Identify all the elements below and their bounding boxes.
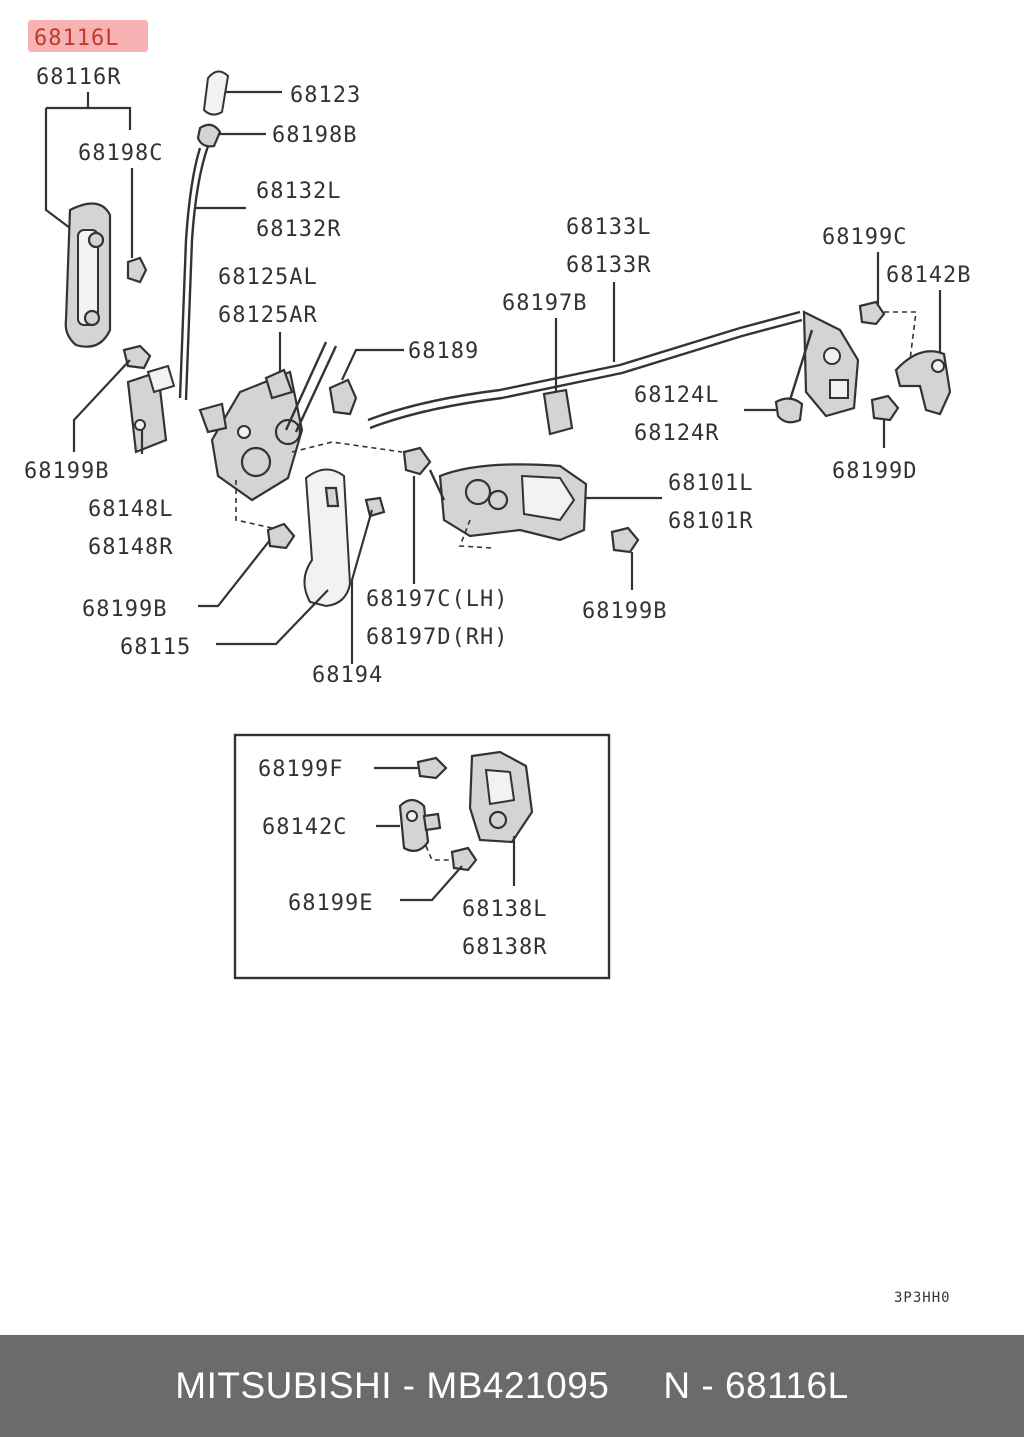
label-68198B[interactable]: 68198B: [272, 123, 357, 148]
label-68125AR[interactable]: 68125AR: [218, 303, 318, 328]
footer-brand-part-number: MITSUBISHI - MB421095: [175, 1365, 610, 1406]
label-68197D-RH[interactable]: 68197D(RH): [366, 625, 508, 650]
latch-linkage-part: [198, 341, 338, 502]
label-68101L[interactable]: 68101L: [668, 471, 753, 496]
label-68116R[interactable]: 68116R: [36, 65, 121, 90]
label-68189[interactable]: 68189: [408, 339, 479, 364]
label-68199D[interactable]: 68199D: [832, 459, 917, 484]
label-68197B[interactable]: 68197B: [502, 291, 587, 316]
label-68132L[interactable]: 68132L: [256, 179, 341, 204]
footer-bar: MITSUBISHI - MB421095 N - 68116L: [0, 1335, 1024, 1437]
inset-dash: [425, 845, 452, 861]
label-68148R[interactable]: 68148R: [88, 535, 173, 560]
label-68123[interactable]: 68123: [290, 83, 361, 108]
label-68116L[interactable]: 68116L: [34, 26, 119, 51]
inset-latch-part: [416, 750, 534, 844]
label-68101R[interactable]: 68101R: [668, 509, 753, 534]
label-68125AL[interactable]: 68125AL: [218, 265, 318, 290]
latch-dash-b: [458, 519, 493, 549]
lock-rod-part-2: [178, 147, 202, 399]
diagram-code: 3P3HH0: [894, 1290, 951, 1306]
label-68138R[interactable]: 68138R: [462, 935, 547, 960]
label-68194[interactable]: 68194: [312, 663, 383, 688]
parts-diagram: 68116L: [24, 20, 971, 1306]
label-68199B-c[interactable]: 68199B: [82, 597, 167, 622]
label-68142B[interactable]: 68142B: [886, 263, 971, 288]
screw-68199C-part: [858, 300, 886, 326]
leader-lines: [44, 90, 942, 664]
inset-screw-part: [450, 846, 478, 872]
latch-dash-a: [235, 480, 273, 529]
label-68199E[interactable]: 68199E: [288, 891, 373, 916]
inner-handle-part: [303, 468, 352, 608]
clip-68197B-part: [542, 388, 574, 436]
long-rod-part-2: [369, 318, 803, 430]
label-68138L[interactable]: 68138L: [462, 897, 547, 922]
label-68115[interactable]: 68115: [120, 635, 191, 660]
inset-box: [233, 733, 611, 980]
screw-68199B-c: [266, 522, 296, 550]
rod-knob-part: [196, 70, 230, 148]
inset-striker-part: [398, 798, 442, 853]
screw-68199B-a: [122, 344, 152, 370]
striker-dash: [884, 311, 917, 361]
footer-reference: N - 68116L: [663, 1365, 849, 1406]
screw-68199D-part: [870, 394, 900, 422]
long-rod-part: [367, 310, 801, 422]
pin-68194: [364, 496, 386, 518]
label-68198C[interactable]: 68198C: [78, 141, 163, 166]
screw-68199B-b-part: [610, 526, 640, 554]
label-68199F[interactable]: 68199F: [258, 757, 343, 782]
clip-68189-part: [328, 378, 358, 416]
label-68132R[interactable]: 68132R: [256, 217, 341, 242]
label-68199B-b[interactable]: 68199B: [582, 599, 667, 624]
outer-handle-part: [64, 202, 112, 348]
inner-link-dash: [291, 441, 403, 453]
key-cylinder-part: [126, 364, 176, 454]
label-68124L[interactable]: 68124L: [634, 383, 719, 408]
striker-68142B-part: [894, 350, 952, 416]
clip-68198C-part: [126, 256, 148, 284]
label-68142C[interactable]: 68142C: [262, 815, 347, 840]
label-68199C[interactable]: 68199C: [822, 225, 907, 250]
highlight-box: [28, 20, 148, 52]
label-68197C-LH[interactable]: 68197C(LH): [366, 587, 508, 612]
rear-latch-part: [774, 310, 860, 424]
label-68124R[interactable]: 68124R: [634, 421, 719, 446]
label-68148L[interactable]: 68148L: [88, 497, 173, 522]
label-68133L[interactable]: 68133L: [566, 215, 651, 240]
label-68199B-a[interactable]: 68199B: [24, 459, 109, 484]
lock-rod-part: [184, 145, 210, 401]
inset-leader-lines: [374, 766, 516, 902]
label-68133R[interactable]: 68133R: [566, 253, 651, 278]
door-latch-part: [402, 446, 588, 542]
